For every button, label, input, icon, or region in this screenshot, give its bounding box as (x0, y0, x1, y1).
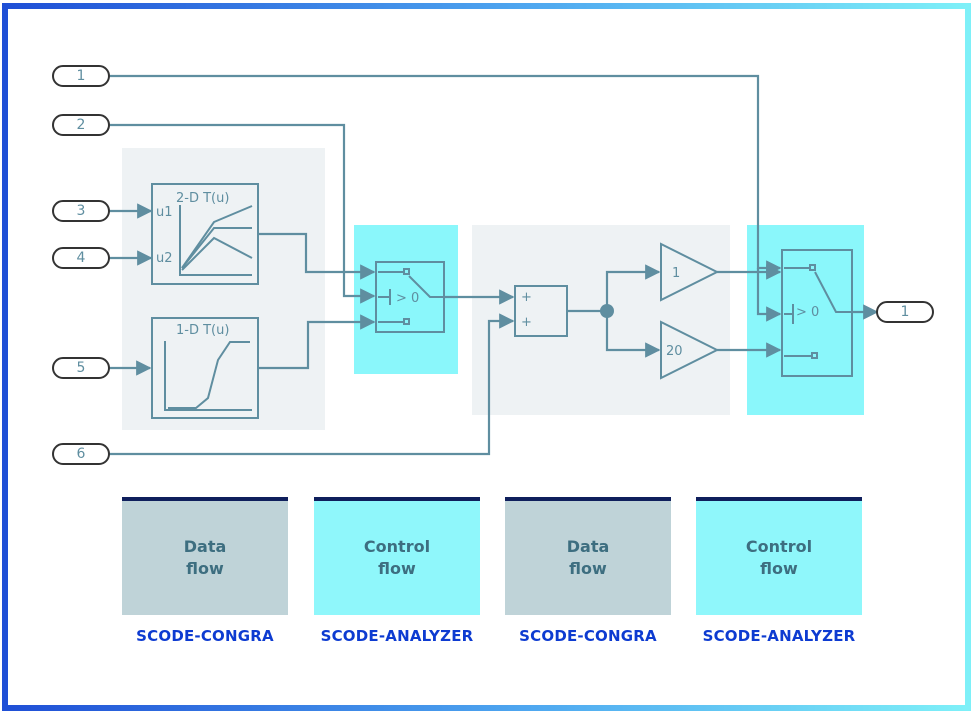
inport-4: 4 (52, 247, 110, 269)
sum-sign-1: + (521, 290, 532, 305)
lookup-1d-title: 1-D T(u) (176, 323, 229, 338)
legend-caption-1: SCODE-CONGRA (136, 627, 274, 645)
legend-caption-4: SCODE-ANALYZER (702, 627, 856, 645)
inport-6: 6 (52, 443, 110, 465)
inport-5-label: 5 (77, 360, 86, 376)
legend-text-2: Control flow (363, 537, 431, 578)
legend-control-flow-2: Control flow (696, 501, 862, 615)
inport-2: 2 (52, 114, 110, 136)
legend-data-flow-2: Data flow (505, 501, 671, 615)
outport-1: 1 (876, 301, 934, 323)
legend-bar-1 (122, 497, 288, 501)
gain-block-2: 20 (660, 320, 720, 380)
legend-caption-3: SCODE-CONGRA (519, 627, 657, 645)
wire-to-gain1 (605, 264, 661, 311)
branch-point (600, 304, 614, 318)
sum-block: + + (514, 285, 568, 337)
wire-to-gain2 (605, 311, 661, 358)
inport-6-label: 6 (77, 446, 86, 462)
inport-2-label: 2 (77, 117, 86, 133)
wire-2d-out (259, 232, 376, 280)
legend-text-4: Control flow (745, 537, 813, 578)
wire-1d-out (259, 314, 376, 370)
inport-4-label: 4 (77, 250, 86, 266)
gain-1-value: 1 (672, 266, 680, 281)
legend-text-1: Data flow (183, 537, 227, 578)
outport-1-label: 1 (901, 304, 910, 320)
switch-block-2: > 0 (781, 249, 853, 377)
sum-sign-2: + (521, 315, 532, 330)
outer-frame (2, 3, 971, 711)
gain-block-1: 1 (660, 242, 720, 302)
lookup-1d-block: 1-D T(u) (151, 317, 259, 419)
inport-5: 5 (52, 357, 110, 379)
wire-in2 (109, 123, 376, 304)
lookup-2d-u1: u1 (156, 205, 173, 220)
switch-block-1: > 0 (375, 261, 445, 333)
legend-bar-2 (314, 497, 480, 501)
lookup-2d-block: 2-D T(u) u1 u2 (151, 183, 259, 285)
lookup-2d-u2: u2 (156, 251, 173, 266)
legend-bar-3 (505, 497, 671, 501)
legend-data-flow-1: Data flow (122, 501, 288, 615)
gain-2-value: 20 (666, 344, 683, 359)
switch-2-threshold: > 0 (796, 305, 819, 320)
inport-3: 3 (52, 200, 110, 222)
wire-in6 (109, 313, 515, 456)
inport-1: 1 (52, 65, 110, 87)
lookup-2d-title: 2-D T(u) (176, 191, 229, 206)
inport-1-label: 1 (77, 68, 86, 84)
switch-1-threshold: > 0 (396, 291, 419, 306)
wire-in1-ctrl (756, 268, 782, 322)
legend-bar-4 (696, 497, 862, 501)
inport-3-label: 3 (77, 203, 86, 219)
legend-caption-2: SCODE-ANALYZER (320, 627, 474, 645)
legend-text-3: Data flow (566, 537, 610, 578)
legend-control-flow-1: Control flow (314, 501, 480, 615)
